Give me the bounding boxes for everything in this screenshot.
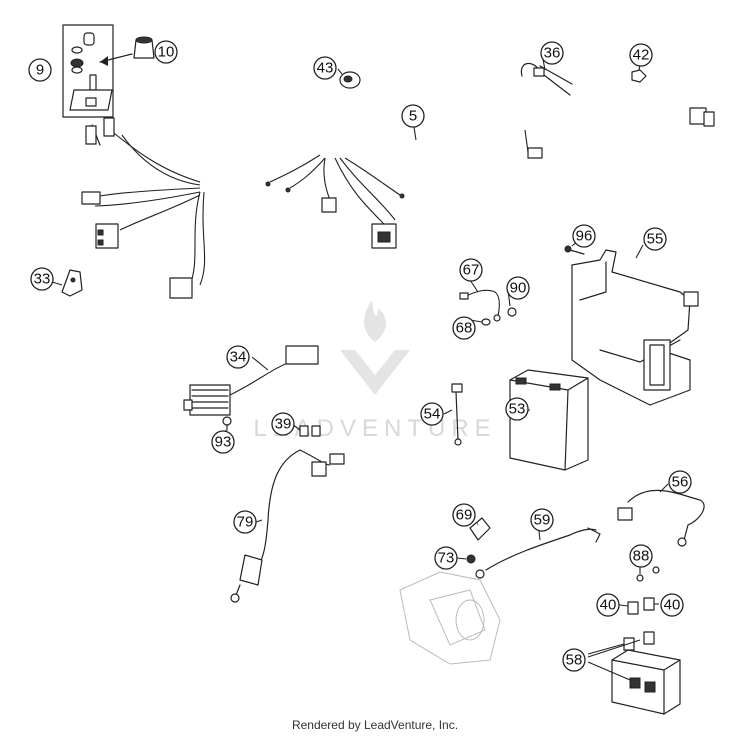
svg-text:10: 10 xyxy=(158,44,175,61)
callout-54: 54 xyxy=(420,402,444,426)
part-34-regulator xyxy=(183,345,319,416)
svg-text:79: 79 xyxy=(237,514,254,531)
callout-53: 53 xyxy=(505,397,529,421)
callout-9: 9 xyxy=(28,58,52,82)
callout-36: 36 xyxy=(540,41,564,65)
svg-text:40: 40 xyxy=(664,597,681,614)
callout-96: 96 xyxy=(572,224,596,248)
callout-56: 56 xyxy=(668,470,692,494)
part-93-bolt xyxy=(222,416,232,431)
callout-40-right: 40 xyxy=(660,593,684,617)
svg-text:96: 96 xyxy=(576,228,593,245)
svg-text:69: 69 xyxy=(456,507,473,524)
svg-text:88: 88 xyxy=(633,548,650,565)
part-36-cable-tie xyxy=(520,62,573,96)
callout-58: 58 xyxy=(562,648,586,672)
svg-text:56: 56 xyxy=(672,474,689,491)
svg-text:36: 36 xyxy=(544,45,561,62)
svg-text:73: 73 xyxy=(438,550,455,567)
svg-text:42: 42 xyxy=(633,47,650,64)
callout-34: 34 xyxy=(226,345,250,369)
svg-text:39: 39 xyxy=(275,416,292,433)
callout-33: 33 xyxy=(30,267,54,291)
callout-42: 42 xyxy=(629,43,653,67)
callout-5: 5 xyxy=(401,104,425,128)
svg-text:93: 93 xyxy=(215,434,232,451)
part-79-cable xyxy=(230,449,345,603)
svg-text:59: 59 xyxy=(534,512,551,529)
callout-68: 68 xyxy=(452,316,476,340)
callout-40-left: 40 xyxy=(596,593,620,617)
part-43-grommet xyxy=(339,71,361,89)
part-55-battery-box xyxy=(571,249,699,406)
part-33-bracket xyxy=(61,269,83,297)
part-54-strap xyxy=(451,383,463,446)
callout-88: 88 xyxy=(629,544,653,568)
svg-text:9: 9 xyxy=(36,62,44,79)
callout-43: 43 xyxy=(313,56,337,80)
callout-90: 90 xyxy=(506,276,530,300)
part-68-washer xyxy=(481,318,491,326)
part-88-bolts xyxy=(636,566,660,582)
svg-text:53: 53 xyxy=(509,401,526,418)
callout-10: 10 xyxy=(154,40,178,64)
svg-text:40: 40 xyxy=(600,597,617,614)
svg-text:34: 34 xyxy=(230,349,247,366)
part-90-bolt xyxy=(507,307,517,317)
part-53-battery xyxy=(509,369,589,471)
callout-79: 79 xyxy=(233,510,257,534)
part-5-main-harness xyxy=(81,107,715,299)
footer-credit: Rendered by LeadVenture, Inc. xyxy=(291,718,459,732)
svg-text:68: 68 xyxy=(456,320,473,337)
callout-39: 39 xyxy=(271,412,295,436)
svg-text:58: 58 xyxy=(566,652,583,669)
svg-text:43: 43 xyxy=(317,60,334,77)
part-40-fuses xyxy=(627,597,655,615)
part-10-cap xyxy=(99,36,155,66)
part-42-clip xyxy=(631,69,647,83)
part-59-cable xyxy=(475,527,601,579)
part-56-cable xyxy=(617,489,705,547)
part-9-ignition-switch xyxy=(62,24,114,118)
callout-73: 73 xyxy=(434,546,458,570)
svg-text:33: 33 xyxy=(34,271,51,288)
part-67-cable xyxy=(459,289,501,322)
svg-text:54: 54 xyxy=(424,406,441,423)
part-58-relay xyxy=(611,631,681,715)
starter-motor-ghost xyxy=(399,571,501,665)
part-39-fuse xyxy=(299,425,321,437)
callout-55: 55 xyxy=(643,227,667,251)
svg-text:67: 67 xyxy=(463,262,480,279)
callout-93: 93 xyxy=(211,430,235,454)
callout-67: 67 xyxy=(459,258,483,282)
svg-text:5: 5 xyxy=(409,108,417,125)
svg-text:90: 90 xyxy=(510,280,527,297)
callout-59: 59 xyxy=(530,508,554,532)
part-96-screw xyxy=(564,245,585,255)
part-73-nut xyxy=(466,554,476,564)
callout-69: 69 xyxy=(452,503,476,527)
part-69-cap xyxy=(469,517,491,541)
svg-text:55: 55 xyxy=(647,231,664,248)
